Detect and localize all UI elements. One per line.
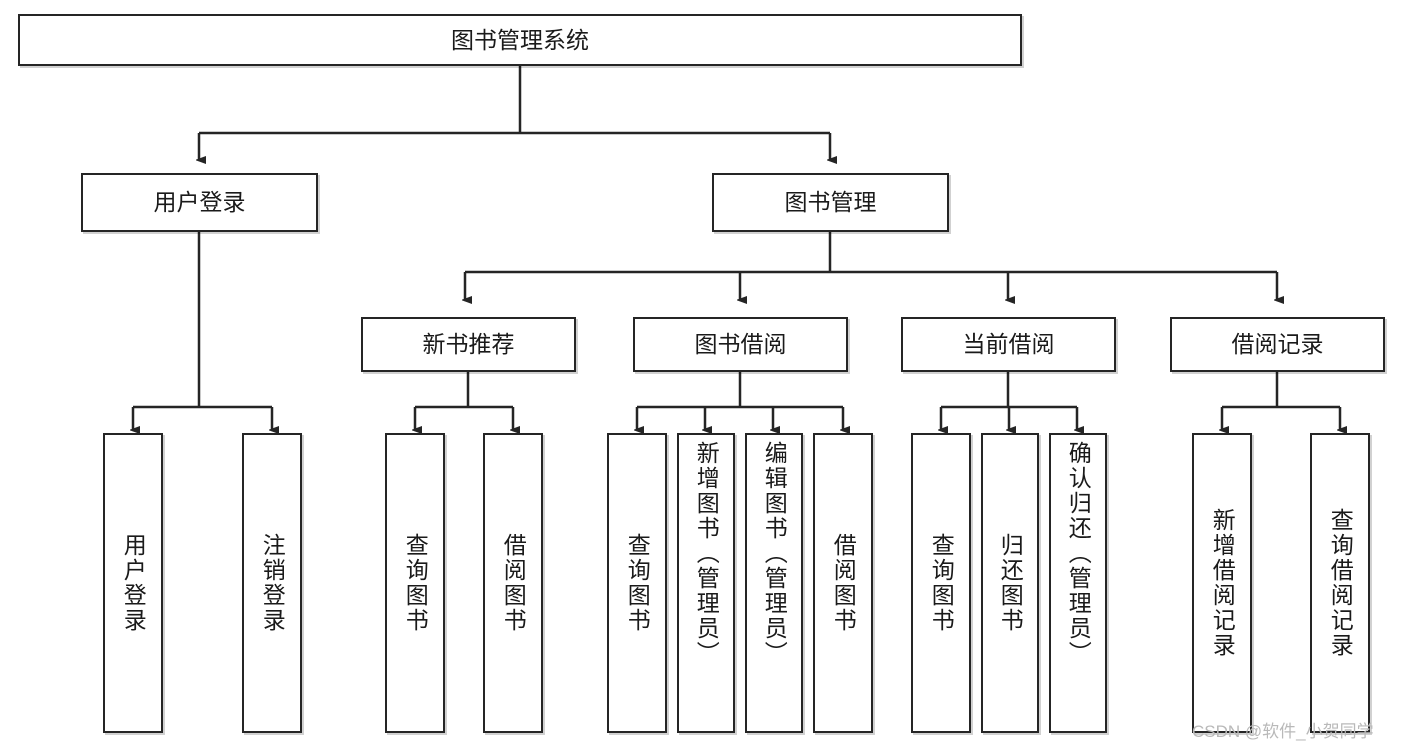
node-user-login[interactable]: 用户登录 [81,173,318,232]
node-label: 确认归还（管理员） [1065,441,1092,666]
csdn-watermark: CSDN @软件_小贺同学 [1192,722,1374,741]
leaf-query-books-current[interactable]: 查询图书 [911,433,971,733]
leaf-query-books-recommendation[interactable]: 查询图书 [385,433,445,733]
node-label: 注销登录 [259,533,286,633]
leaf-add-borrow-record[interactable]: 新增借阅记录 [1192,433,1252,733]
leaf-query-borrow-record[interactable]: 查询借阅记录 [1310,433,1370,733]
node-label: 图书管理 [784,189,877,216]
leaf-borrow-books-recommendation[interactable]: 借阅图书 [483,433,543,733]
node-label: 用户登录 [153,189,246,216]
node-label: 查询图书 [402,533,429,633]
node-borrow-records[interactable]: 借阅记录 [1170,317,1385,372]
node-label: 新书推荐 [422,331,515,358]
node-label: 查询借阅记录 [1327,508,1354,658]
node-new-book-recommendation[interactable]: 新书推荐 [361,317,576,372]
node-label: 用户登录 [120,533,147,633]
leaf-logout[interactable]: 注销登录 [242,433,302,733]
node-label: 图书管理系统 [451,26,589,53]
leaf-borrow-books-borrowing[interactable]: 借阅图书 [813,433,873,733]
node-label: 借阅图书 [500,533,527,633]
node-label: 编辑图书（管理员） [761,441,788,666]
node-label: 当前借阅 [962,331,1055,358]
node-label: 借阅记录 [1231,331,1324,358]
leaf-query-books-borrowing[interactable]: 查询图书 [607,433,667,733]
node-current-borrowing[interactable]: 当前借阅 [901,317,1116,372]
node-label: 查询图书 [928,533,955,633]
leaf-confirm-return-admin[interactable]: 确认归还（管理员） [1049,433,1107,733]
leaf-add-book-admin[interactable]: 新增图书（管理员） [677,433,735,733]
node-label: 新增借阅记录 [1209,508,1236,658]
node-book-management[interactable]: 图书管理 [712,173,949,232]
node-book-borrowing[interactable]: 图书借阅 [633,317,848,372]
node-label: 图书借阅 [694,331,787,358]
leaf-edit-book-admin[interactable]: 编辑图书（管理员） [745,433,803,733]
node-label: 新增图书（管理员） [693,441,720,666]
leaf-user-login[interactable]: 用户登录 [103,433,163,733]
node-label: 查询图书 [624,533,651,633]
node-label: 归还图书 [997,533,1024,633]
node-label: 借阅图书 [830,533,857,633]
leaf-return-books[interactable]: 归还图书 [981,433,1039,733]
node-root-book-management-system[interactable]: 图书管理系统 [18,14,1022,66]
